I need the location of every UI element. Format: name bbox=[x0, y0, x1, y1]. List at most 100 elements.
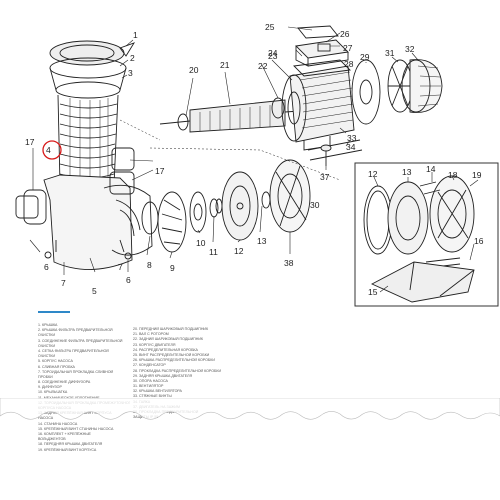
callout-6: 6 bbox=[44, 262, 49, 272]
callout-3: 3 bbox=[128, 68, 133, 78]
mechanical-seal bbox=[209, 198, 223, 218]
callout-27: 27 bbox=[343, 43, 353, 53]
legend-entry: НАСОСА bbox=[38, 416, 54, 421]
terminal-box bbox=[293, 25, 351, 77]
legend-entry: ОЧИСТКИ bbox=[38, 343, 56, 348]
callout-29: 29 bbox=[360, 52, 370, 62]
callout-7b: 7 bbox=[118, 262, 123, 272]
legend-entry: 24. РАСПРЕДЕЛИТЕЛЬНАЯ КОРОБКА bbox=[133, 347, 198, 352]
fan-cover bbox=[401, 59, 443, 113]
callout-9: 9 bbox=[170, 263, 175, 273]
legend-entry: ПРОБКИ bbox=[38, 374, 53, 379]
callout-10: 10 bbox=[196, 238, 206, 248]
callout-26: 26 bbox=[340, 29, 350, 39]
legend-entry: 9. ДИФФУЗОР bbox=[38, 385, 62, 390]
legend-entry: 5. КОРПУС НАСОСА bbox=[38, 359, 73, 364]
callout-33: 33 bbox=[347, 133, 357, 143]
inset-housing bbox=[387, 181, 429, 255]
legend-entry: 22. ЗАДНИЙ ШАРИКОВЫЙ ПОДШИПНИК bbox=[133, 337, 204, 342]
callout-17b: 17 bbox=[155, 166, 165, 176]
legend-entry: 19. КРЕПЁЖНЫЙ ВИНТ КОРПУСА bbox=[38, 447, 97, 452]
callout-15: 15 bbox=[368, 287, 378, 297]
callout-25: 25 bbox=[265, 22, 275, 32]
legend-entry: 27. КОНДЕНСАТОР bbox=[133, 363, 166, 368]
prefilter-ring bbox=[49, 57, 127, 99]
callout-2: 2 bbox=[130, 53, 135, 63]
callout-8: 8 bbox=[147, 260, 152, 270]
callout-32: 32 bbox=[405, 44, 415, 54]
highlight-circle bbox=[42, 140, 62, 160]
callout-20: 20 bbox=[189, 65, 199, 75]
inset-front-cover bbox=[429, 175, 475, 253]
callout-16: 16 bbox=[474, 236, 484, 246]
callout-5: 5 bbox=[92, 286, 97, 296]
legend-entry: 28. ПРОКЛАДКА РАСПРЕДЕЛИТЕЛЬНОЙ КОРОБКИ bbox=[133, 368, 222, 373]
impeller bbox=[189, 191, 207, 233]
legend-entry: 29. ЗАДНЯЯ КРЫШКА ДВИГАТЕЛЯ bbox=[133, 373, 193, 378]
legend-entry: 25. ВИНТ РАСПРЕДЕЛИТЕЛЬНОЙ КОРОБКИ bbox=[133, 352, 210, 357]
legend-entry: 3. СОЕДИНЕНИЕ ФИЛЬТРА ПРЕДВАРИТЕЛЬНОЙ bbox=[38, 338, 123, 343]
callout-38: 38 bbox=[284, 258, 294, 268]
inset-screws bbox=[419, 181, 461, 269]
callout-19: 19 bbox=[472, 170, 482, 180]
legend-entry: ОЧИСТКИ bbox=[38, 354, 56, 359]
fan bbox=[387, 59, 413, 113]
callout-31: 31 bbox=[385, 48, 395, 58]
legend-entry: 4. СЕТКА ФИЛЬТРА ПРЕДВАРИТЕЛЬНОЙ bbox=[38, 348, 109, 353]
legend-entry: 8. СОЕДИНЕНИЕ ДИФФУЗОРА bbox=[38, 380, 91, 385]
legend-entry: 11. МЕХАНИЧЕСКОЕ УПЛОТНЕНИЕ bbox=[38, 395, 100, 400]
callout-37: 37 bbox=[320, 172, 330, 182]
callout-11: 11 bbox=[209, 247, 218, 257]
callout-22: 22 bbox=[258, 61, 268, 71]
callout-13b: 13 bbox=[402, 167, 412, 177]
legend-entry: 1. КРЫШКА bbox=[38, 323, 58, 327]
legend-accent-bar bbox=[38, 311, 70, 313]
legend-entry: 32. КРЫШКА ВЕНТИЛЯТОРА bbox=[133, 389, 182, 394]
callout-24: 24 bbox=[268, 48, 278, 58]
callout-14: 14 bbox=[426, 164, 436, 174]
rotor-shaft bbox=[159, 99, 301, 133]
legend-entry: 31. ВЕНТИЛЯТОР bbox=[133, 384, 164, 389]
legend-entry: 15. КРЕПЁЖНЫЙ ВИНТ СТАНИНЫ НАСОСА bbox=[38, 426, 114, 431]
pump-base bbox=[370, 261, 475, 303]
motor-body bbox=[281, 65, 355, 151]
diffuser bbox=[157, 191, 187, 253]
callout-1: 1 bbox=[133, 30, 138, 40]
legend-entry: 10. КРЫЛЬЧАТКА bbox=[38, 390, 68, 395]
legend-entry: 6. СЛИВНАЯ ПРОБКА bbox=[38, 364, 75, 369]
torn-page-edge bbox=[0, 398, 500, 420]
legend-entry: 30. ОПОРА НАСОСА bbox=[133, 378, 168, 383]
rear-oring bbox=[261, 191, 271, 209]
callout-6b: 6 bbox=[126, 275, 131, 285]
legend-entry: ВОЛЬДЖЕНТОВ bbox=[38, 437, 66, 442]
legend-entry: 20. ПЕРЕДНИЙ ШАРИКОВЫЙ ПОДШИПНИК bbox=[133, 327, 209, 331]
legend-entry: 26. КРЫШКА РАСПРЕДЕЛИТЕЛЬНОЙ КОРОБКИ bbox=[133, 358, 215, 363]
callout-17: 17 bbox=[25, 137, 35, 147]
legend-entry: 18. ПЕРЕДНЯЯ КРЫШКА ДВИГАТЕЛЯ bbox=[38, 442, 103, 447]
legend-entry: 2. КРЫШКА ФИЛЬТРА ПРЕДВАРИТЕЛЬНОЙ bbox=[38, 328, 113, 333]
legend-entry: 16. КОМПЛЕКТ + КРЕПЁЖНЫЕ bbox=[38, 431, 91, 436]
callout-30: 30 bbox=[310, 200, 320, 210]
clamp-screw bbox=[320, 144, 332, 166]
callout-18: 18 bbox=[448, 170, 458, 180]
pump-housing bbox=[15, 147, 153, 270]
callout-23: 23 bbox=[268, 51, 278, 61]
motor-front-flange bbox=[269, 159, 311, 233]
legend-entry: 33. СТЯЖНЫЕ ВИНТЫ bbox=[133, 394, 172, 399]
legend-entry: 21. ВАЛ С РОТОРОМ bbox=[133, 332, 169, 337]
rear-motor-cover bbox=[351, 59, 381, 125]
callout-12: 12 bbox=[234, 246, 244, 256]
callout-34: 34 bbox=[346, 142, 356, 152]
legend-entry: 7. ТОРОИДАЛЬНАЯ ПРОКЛАДКА СЛИВНОЙ bbox=[38, 369, 114, 374]
callout-7: 7 bbox=[61, 278, 66, 288]
intermediate-housing bbox=[221, 171, 259, 241]
prefilter-lid bbox=[49, 40, 136, 66]
tie-rods bbox=[307, 139, 363, 161]
callout-4: 4 bbox=[46, 145, 51, 155]
legend-entry: 23. КОРПУС ДВИГАТЕЛЯ bbox=[133, 342, 176, 347]
legend-entry: ОЧИСТКИ bbox=[38, 333, 56, 338]
callout-28: 28 bbox=[344, 59, 354, 69]
callout-13: 13 bbox=[257, 236, 267, 246]
